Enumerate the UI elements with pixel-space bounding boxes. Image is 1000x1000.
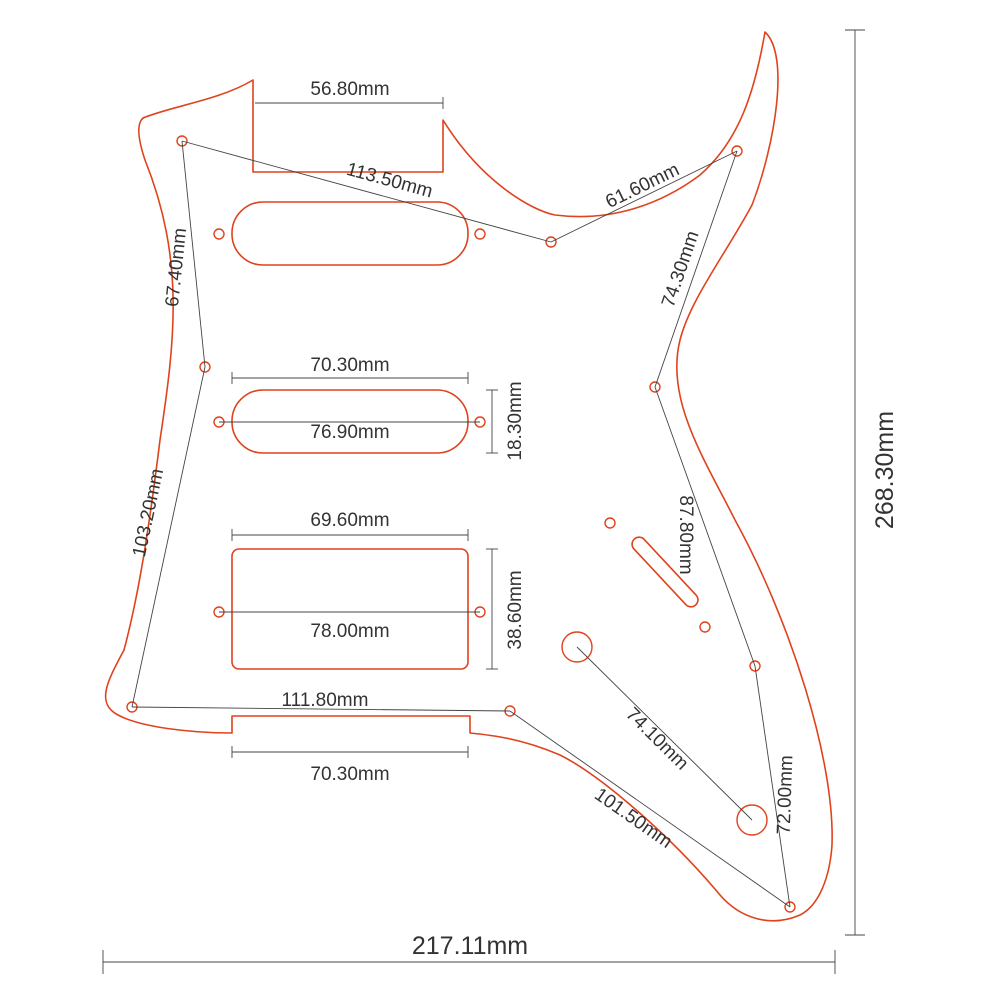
- screw-hole-icon: [474, 228, 486, 240]
- neck-pickup-opening: [231, 201, 469, 266]
- middle-pickup-opening-label: 70.30mm: [310, 355, 389, 376]
- humbucker-opening-label: 69.60mm: [310, 510, 389, 531]
- screw-hole-icon: [604, 517, 616, 529]
- left-lower-span-label: 103.20mm: [129, 467, 168, 559]
- humbucker-opening: [231, 548, 469, 670]
- humbucker-height-label: 38.60mm: [505, 570, 526, 649]
- upper-horn-span-label: 61.60mm: [602, 159, 682, 213]
- screw-hole-icon: [213, 228, 225, 240]
- screw-hole-icon: [699, 621, 711, 633]
- lower-right-span-label: 72.00mm: [774, 755, 798, 835]
- top-screw-span-label: 113.50mm: [344, 159, 435, 203]
- switch-slot: [631, 536, 699, 608]
- overall-width-label: 217.11mm: [412, 932, 528, 960]
- left-upper-span-label: 67.40mm: [162, 227, 191, 308]
- control-hole-span-label: 74.10mm: [621, 704, 692, 775]
- overall-height-label: 268.30mm: [871, 411, 899, 529]
- humbucker-screws-label: 78.00mm: [310, 621, 389, 642]
- middle-pickup-screws-label: 76.90mm: [310, 422, 389, 443]
- middle-pickup-opening: [231, 389, 469, 454]
- middle-pickup-height-label: 18.30mm: [505, 381, 526, 460]
- pickguard-outline: [104, 31, 833, 922]
- bottom-cutout-width-label: 70.30mm: [310, 764, 389, 785]
- dimension-lines: [102, 29, 865, 974]
- neck-pocket-width-label: 56.80mm: [310, 79, 389, 100]
- right-lower-span-label: 87.80mm: [675, 495, 696, 574]
- bottom-screw-span-label: 111.80mm: [282, 690, 369, 711]
